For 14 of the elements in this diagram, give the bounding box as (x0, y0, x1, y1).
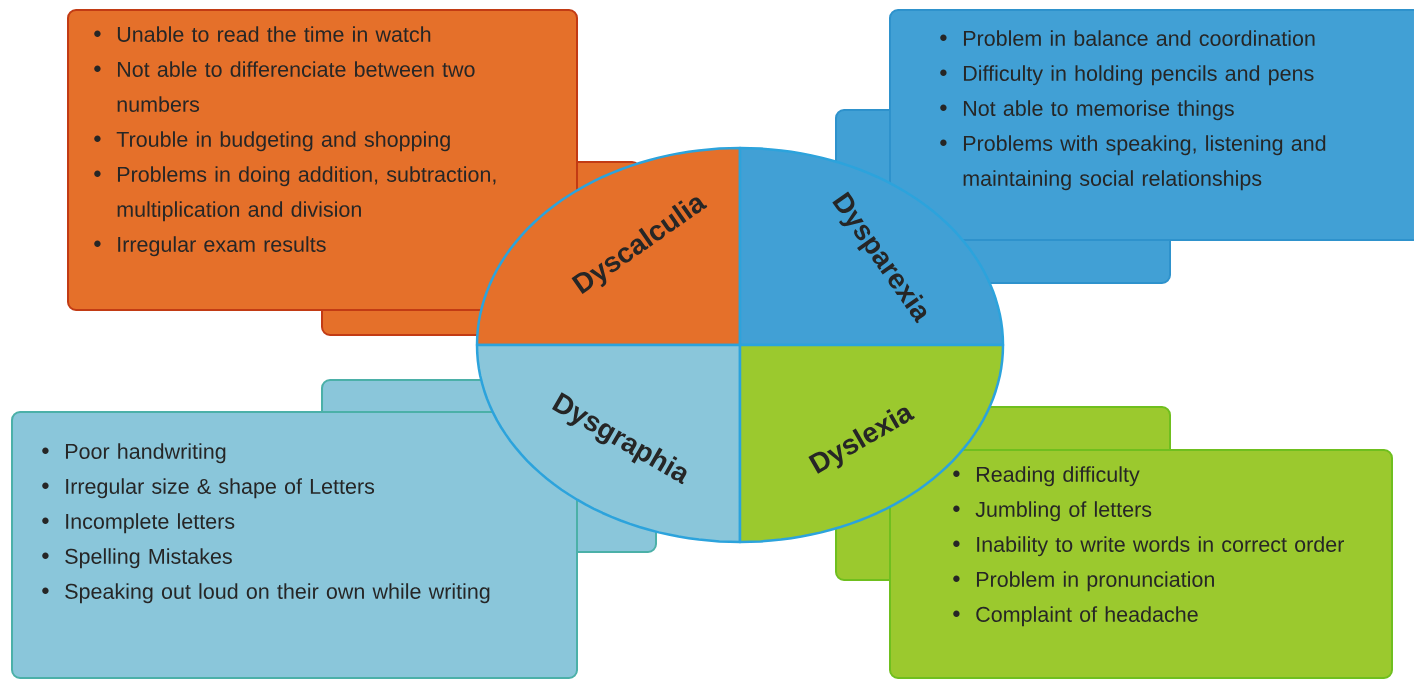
list-item: Irregular size & shape of Letters (42, 478, 375, 499)
list-item: Incomplete letters (42, 513, 235, 534)
list-item: Not able to differenciate between two numbers (94, 61, 475, 112)
list-item: Difficulty in holding pencils and pens (940, 65, 1314, 86)
list-item: Speaking out loud on their own while writing (42, 583, 490, 604)
list-item: Irregular exam results (94, 236, 326, 257)
list-item: Problem in pronunciation (953, 571, 1214, 592)
list-item: Complaint of headache (953, 606, 1198, 627)
list-item: Poor handwriting (42, 443, 226, 464)
list-item: Not able to memorise things (940, 100, 1234, 121)
list-item: Trouble in budgeting and shopping (94, 131, 450, 152)
list-item: Spelling Mistakes (42, 548, 232, 569)
list-item: Problem in balance and coordination (940, 30, 1315, 46)
list-item: Unable to read the time in watch (94, 26, 431, 42)
